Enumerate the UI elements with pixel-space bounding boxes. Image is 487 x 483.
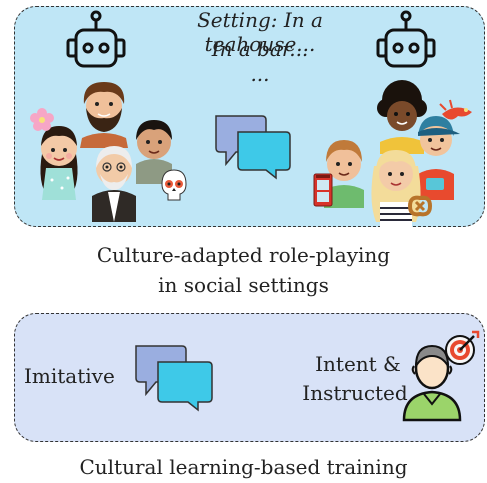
- robot-right-icon: [376, 10, 436, 68]
- role-playing-caption-line-1: Culture-adapted role-playing: [96, 243, 391, 267]
- character-old-man-icon: [92, 146, 136, 222]
- robot-left-icon: [66, 10, 126, 68]
- character-curly-girl-icon: [377, 80, 427, 154]
- intent-label-line-1: Intent &: [315, 352, 401, 376]
- character-boy-phonebooth-icon: [313, 140, 364, 208]
- role-playing-caption-line-2: in social settings: [158, 273, 329, 297]
- setting-line-2: In a bar...: [211, 37, 309, 61]
- setting-line-3: ...: [250, 62, 270, 86]
- character-bearded-man-icon: [80, 82, 128, 148]
- intent-label-line-2: Instructed: [302, 381, 408, 405]
- person-with-target-icon: [402, 330, 480, 422]
- imitative-label: Imitative: [24, 364, 115, 388]
- character-girl-flower-icon: [30, 108, 78, 200]
- character-blonde-girl-icon: [371, 150, 433, 228]
- character-boy-dragon-icon: [418, 99, 472, 200]
- training-caption: Cultural learning-based training: [79, 455, 408, 479]
- character-boy-skull-icon: [136, 120, 187, 201]
- speech-bubbles-icon: [215, 115, 291, 180]
- setting-line-1: Setting: In a teahouse...: [197, 8, 323, 56]
- speech-bubbles-training-icon: [135, 345, 213, 412]
